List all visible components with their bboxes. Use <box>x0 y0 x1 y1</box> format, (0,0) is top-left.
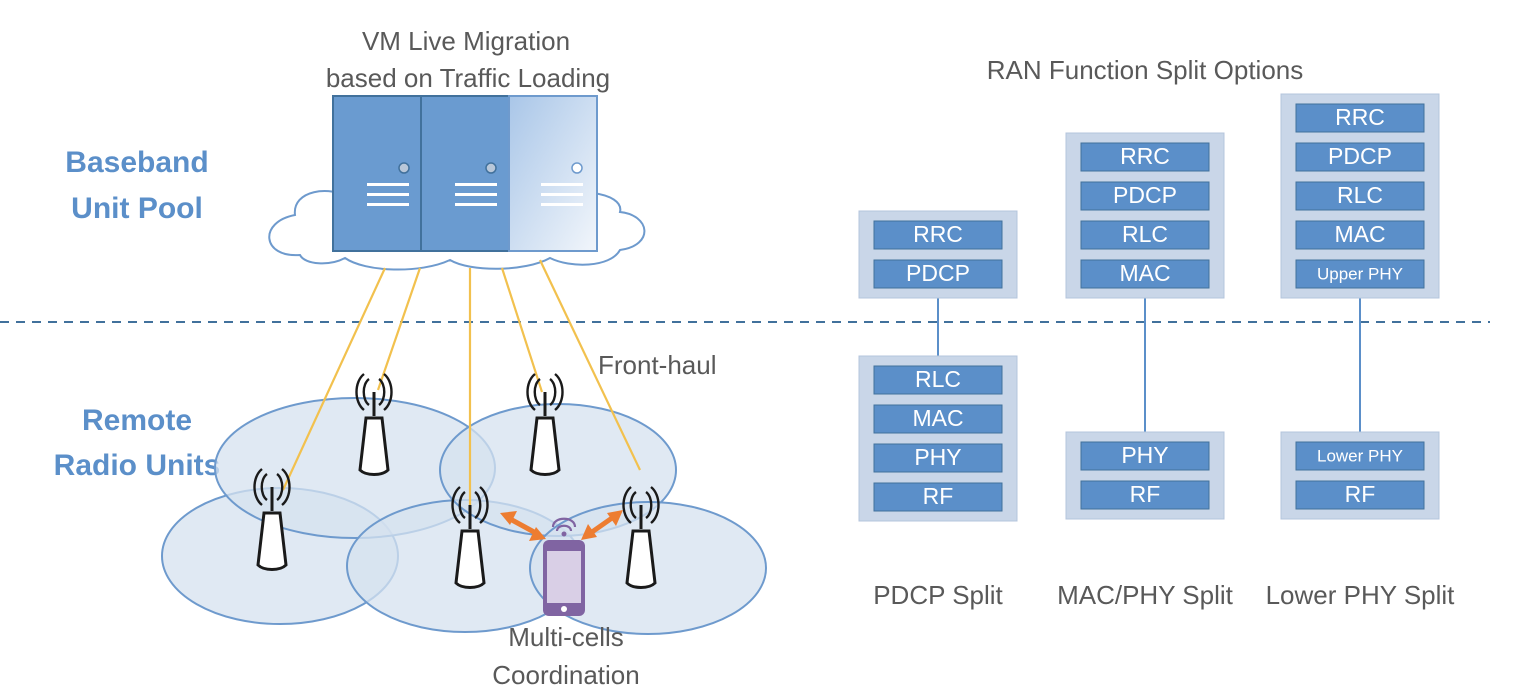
layer-label: PHY <box>1121 442 1168 468</box>
antenna-tower-icon <box>253 468 291 571</box>
layer-box <box>1295 259 1425 289</box>
layer-label: Lower PHY <box>1317 446 1403 465</box>
layer-label: RRC <box>913 221 963 247</box>
split-name: Lower PHY Split <box>1266 580 1456 610</box>
antenna-tower-icon <box>451 486 489 589</box>
layer-label: MAC <box>912 405 963 431</box>
rru-label-line1: Remote <box>82 404 192 437</box>
server-rack-icon <box>332 95 422 252</box>
ran-split-options: RAN Function Split Options RRC PDCP RLC MAC… <box>858 55 1456 610</box>
bbu-label-line2: Unit Pool <box>71 192 203 225</box>
server-rack-icon <box>508 95 598 252</box>
migration-title-line2: based on Traffic Loading <box>326 63 610 93</box>
coord-label-line1: Multi-cells <box>508 622 624 652</box>
split-columns: RRC PDCP RLC MAC PHY RF PDCP Split RRC PDCP RLC MA… <box>858 93 1456 610</box>
fronthaul-label: Front-haul <box>598 350 717 380</box>
layer-label: MAC <box>1119 260 1170 286</box>
layer-label: PDCP <box>1113 182 1177 208</box>
layer-box <box>1080 181 1210 211</box>
rru-label-line2: Radio Units <box>54 449 221 482</box>
antenna-tower-icon <box>622 486 660 589</box>
server-rack-icon <box>420 95 510 252</box>
antenna-tower-icon <box>526 373 564 476</box>
smartphone-icon <box>543 517 585 616</box>
layer-label: RF <box>923 483 954 509</box>
layer-box <box>1295 480 1425 510</box>
layer-box <box>873 404 1003 434</box>
split-options-title: RAN Function Split Options <box>987 55 1303 85</box>
layer-label: RRC <box>1120 143 1170 169</box>
split-name: PDCP Split <box>873 580 1003 610</box>
split-name: MAC/PHY Split <box>1057 580 1234 610</box>
layer-label: RF <box>1345 481 1376 507</box>
migration-title-line1: VM Live Migration <box>362 26 570 56</box>
layer-label: Upper PHY <box>1317 264 1403 283</box>
layer-box <box>1080 480 1210 510</box>
layer-label: RLC <box>915 366 961 392</box>
fronthaul-link <box>539 259 641 471</box>
layer-box <box>1080 441 1210 471</box>
layer-label: MAC <box>1334 221 1385 247</box>
layer-box <box>1295 142 1425 172</box>
fronthaul-link <box>376 267 422 391</box>
layer-label: RLC <box>1122 221 1168 247</box>
layer-box <box>1080 142 1210 172</box>
antenna-tower-icon <box>355 373 393 476</box>
double-arrow-icon <box>500 511 546 541</box>
remote-radio-units: Remote Radio Units Front-haul <box>54 259 767 690</box>
bbu-pool: VM Live Migration based on Traffic Loadi… <box>65 26 646 271</box>
layer-box <box>873 482 1003 512</box>
fronthaul-link <box>282 267 386 491</box>
layer-box <box>873 220 1003 250</box>
fronthaul-link <box>500 267 544 393</box>
layer-label: PDCP <box>906 260 970 286</box>
layer-box <box>873 365 1003 395</box>
coord-label-line2: Coordination <box>492 660 639 690</box>
layer-label: RLC <box>1337 182 1383 208</box>
layer-label: PHY <box>914 444 961 470</box>
layer-box <box>873 259 1003 289</box>
layer-box <box>873 443 1003 473</box>
layer-label: RRC <box>1335 104 1385 130</box>
layer-box <box>1295 441 1425 471</box>
layer-box <box>1295 181 1425 211</box>
layer-box <box>1295 220 1425 250</box>
layer-box <box>1295 103 1425 133</box>
layer-box <box>1080 259 1210 289</box>
layer-label: RF <box>1130 481 1161 507</box>
layer-label: PDCP <box>1328 143 1392 169</box>
bbu-label-line1: Baseband <box>65 146 208 179</box>
fronthaul-links <box>282 259 641 510</box>
double-arrow-icon <box>581 510 623 540</box>
layer-box <box>1080 220 1210 250</box>
